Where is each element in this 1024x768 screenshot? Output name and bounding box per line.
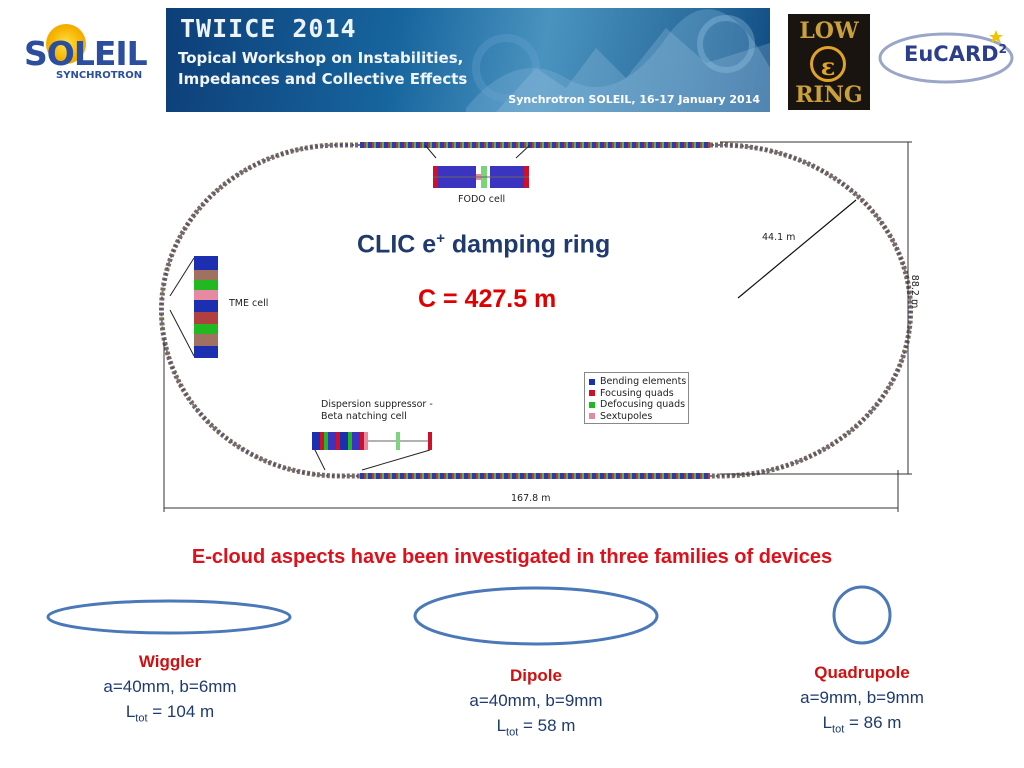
length-symbol: L xyxy=(822,713,833,732)
soleil-logo-subtitle: SYNCHROTRON xyxy=(56,70,143,81)
legend-label: Focusing quads xyxy=(600,387,674,399)
magnet-legend: Bending elements Focusing quads Defocusi… xyxy=(584,372,689,424)
length-symbol: L xyxy=(496,716,507,735)
width-dimension xyxy=(163,340,899,512)
quadrupole-info: Quadrupole a=9mm, b=9mm Ltot = 86 m xyxy=(752,660,972,742)
legend-label: Bending elements xyxy=(600,376,687,387)
fodo-cell xyxy=(424,144,531,188)
legend-label: Sextupoles xyxy=(600,410,653,422)
workshop-banner: TWIICE 2014 Topical Workshop on Instabil… xyxy=(166,8,770,112)
tme-cell xyxy=(169,256,218,358)
device-dimensions: a=40mm, b=6mm xyxy=(103,677,237,696)
dispersion-label-line: Beta natching cell xyxy=(321,411,407,422)
legend-swatch-icon xyxy=(589,401,595,408)
ring-circumference: C = 427.5 m xyxy=(418,285,557,313)
soleil-logo: SOLEIL SYNCHROTRON xyxy=(20,18,152,88)
legend-item: Focusing quads xyxy=(589,388,684,400)
ring-title-main: CLIC e xyxy=(357,230,437,259)
eucard-name: EuCARD2 xyxy=(904,42,1007,66)
wiggler-cross-section xyxy=(46,599,292,635)
soleil-logo-text: SOLEIL xyxy=(24,34,148,73)
device-length: Ltot = 104 m xyxy=(60,699,280,731)
quadrupole-cross-section xyxy=(832,585,892,645)
legend-label: Defocusing quads xyxy=(600,399,686,410)
fodo-cell-label: FODO cell xyxy=(458,194,506,205)
eucard-name-text: EuCARD xyxy=(904,42,999,66)
sun-icon xyxy=(46,24,86,64)
dipole-cross-section xyxy=(413,586,659,646)
eucard-swoosh-icon xyxy=(878,30,1014,84)
device-dimensions: a=40mm, b=9mm xyxy=(469,691,603,710)
device-length: Ltot = 58 m xyxy=(426,713,646,745)
eucard-sup: 2 xyxy=(998,42,1007,56)
dispersion-suppressor-label: Dispersion suppressor - Beta natching ce… xyxy=(321,399,433,423)
ring-title: CLIC e+ damping ring xyxy=(357,230,610,259)
radius-line xyxy=(737,199,857,299)
legend-swatch-icon xyxy=(589,413,595,419)
banner-title: TWIICE 2014 xyxy=(180,14,357,43)
length-value: = 104 m xyxy=(147,702,215,721)
device-name: Quadrupole xyxy=(814,663,910,682)
length-symbol: L xyxy=(125,702,136,721)
lowring-bottom-word: RING xyxy=(795,82,863,108)
banner-footer: Synchrotron SOLEIL, 16-17 January 2014 xyxy=(508,93,760,106)
ring-title-sup: + xyxy=(436,230,445,247)
length-subscript: tot xyxy=(506,726,519,739)
length-value: = 58 m xyxy=(518,716,576,735)
top-straight-section xyxy=(360,142,710,148)
ring-title-rest: damping ring xyxy=(444,230,611,259)
legend-item: Sextupoles xyxy=(589,411,684,423)
banner-wave-art xyxy=(466,9,770,112)
banner-subtitle-line: Topical Workshop on Instabilities, xyxy=(178,49,464,67)
radius-label: 44.1 m xyxy=(762,232,796,243)
tme-cell-label: TME cell xyxy=(229,298,269,309)
device-name: Dipole xyxy=(510,666,562,685)
legend-item: Defocusing quads xyxy=(589,399,686,411)
legend-swatch-icon xyxy=(589,390,595,396)
epsilon-icon: ε xyxy=(810,46,846,82)
dispersion-label-line: Dispersion suppressor - xyxy=(321,399,433,410)
banner-subtitle: Topical Workshop on Instabilities, Imped… xyxy=(178,48,467,90)
width-label: 167.8 m xyxy=(511,493,551,504)
height-label: 88.2 m xyxy=(909,274,921,309)
length-subscript: tot xyxy=(135,712,148,725)
ring-track-inner xyxy=(160,144,912,477)
legend-item: Bending elements xyxy=(589,376,687,388)
families-heading: E-cloud aspects have been investigated i… xyxy=(191,546,833,568)
device-dimensions: a=9mm, b=9mm xyxy=(800,688,924,707)
low-emittance-ring-logo: LOW ε RING xyxy=(788,14,870,110)
dispersion-suppressor-cell xyxy=(312,432,432,471)
lowring-top-word: LOW xyxy=(799,18,859,44)
device-name: Wiggler xyxy=(138,652,202,671)
banner-subtitle-line: Impedances and Collective Effects xyxy=(178,70,468,88)
dipole-info: Dipole a=40mm, b=9mm Ltot = 58 m xyxy=(426,663,646,745)
length-subscript: tot xyxy=(832,723,845,736)
device-length: Ltot = 86 m xyxy=(752,710,972,742)
height-dimension xyxy=(720,141,912,475)
wiggler-info: Wiggler a=40mm, b=6mm Ltot = 104 m xyxy=(60,649,280,731)
bottom-straight-section xyxy=(360,473,710,479)
eucard-logo: EuCARD2 xyxy=(876,28,1016,88)
length-value: = 86 m xyxy=(844,713,902,732)
legend-swatch-icon xyxy=(589,378,595,385)
